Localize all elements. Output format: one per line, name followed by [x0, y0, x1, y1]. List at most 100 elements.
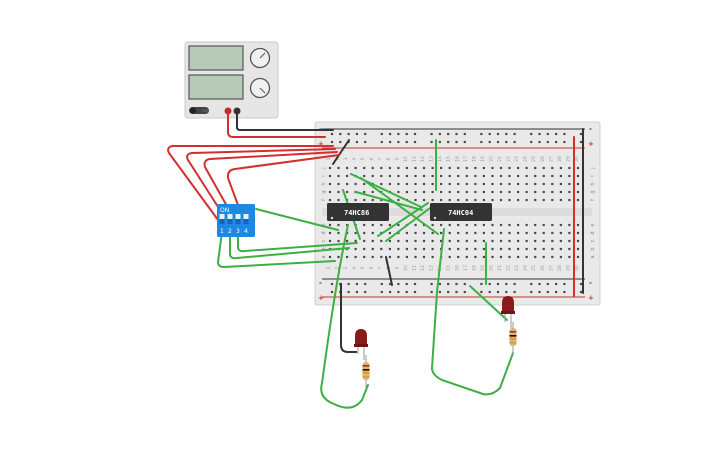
breadboard-hole[interactable] — [328, 166, 332, 170]
breadboard-hole[interactable] — [505, 282, 508, 286]
breadboard-hole[interactable] — [482, 223, 485, 227]
breadboard-hole[interactable] — [517, 182, 520, 186]
breadboard-hole[interactable] — [397, 190, 400, 194]
breadboard-hole[interactable] — [364, 290, 367, 294]
breadboard-hole[interactable] — [488, 290, 491, 294]
breadboard-hole[interactable] — [551, 231, 554, 235]
breadboard-hole[interactable] — [371, 166, 374, 170]
breadboard-hole[interactable] — [576, 239, 580, 243]
chip-74hc86[interactable]: 74HC86 — [327, 203, 389, 221]
breadboard-hole[interactable] — [568, 247, 571, 251]
breadboard-hole[interactable] — [364, 140, 367, 144]
breadboard-hole[interactable] — [559, 182, 562, 186]
breadboard-hole[interactable] — [576, 223, 580, 227]
breadboard-hole[interactable] — [363, 231, 366, 235]
breadboard-hole[interactable] — [371, 247, 374, 251]
breadboard-hole[interactable] — [499, 182, 503, 186]
breadboard-hole[interactable] — [347, 282, 350, 286]
breadboard-hole[interactable] — [491, 247, 494, 251]
breadboard-hole[interactable] — [397, 166, 400, 170]
breadboard-hole[interactable] — [354, 182, 357, 186]
breadboard-hole[interactable] — [422, 198, 426, 202]
breadboard-hole[interactable] — [534, 239, 537, 243]
breadboard-hole[interactable] — [568, 223, 571, 227]
breadboard-hole[interactable] — [431, 231, 434, 235]
breadboard-hole[interactable] — [355, 132, 358, 136]
breadboard-hole[interactable] — [559, 231, 562, 235]
breadboard-hole[interactable] — [474, 231, 477, 235]
breadboard-hole[interactable] — [508, 182, 511, 186]
breadboard-hole[interactable] — [579, 132, 583, 136]
breadboard-hole[interactable] — [457, 239, 460, 243]
breadboard-hole[interactable] — [559, 255, 562, 259]
breadboard-hole[interactable] — [559, 239, 562, 243]
breadboard-hole[interactable] — [508, 239, 511, 243]
breadboard-hole[interactable] — [542, 190, 545, 194]
breadboard-hole[interactable] — [337, 182, 340, 186]
breadboard-hole[interactable] — [499, 223, 503, 227]
breadboard-hole[interactable] — [354, 231, 357, 235]
dip-switch[interactable]: ON 1 2 3 4 — [217, 204, 255, 237]
breadboard-hole[interactable] — [397, 140, 400, 144]
breadboard-hole[interactable] — [447, 290, 450, 294]
breadboard-hole[interactable] — [388, 166, 391, 170]
breadboard-hole[interactable] — [542, 255, 545, 259]
breadboard-hole[interactable] — [499, 198, 503, 202]
breadboard-hole[interactable] — [465, 223, 468, 227]
breadboard-hole[interactable] — [551, 255, 554, 259]
breadboard-hole[interactable] — [480, 282, 483, 286]
breadboard-hole[interactable] — [488, 132, 491, 136]
breadboard-hole[interactable] — [496, 290, 500, 294]
breadboard-hole[interactable] — [530, 132, 533, 136]
breadboard-hole[interactable] — [513, 140, 516, 144]
breadboard-hole[interactable] — [355, 290, 358, 294]
breadboard-hole[interactable] — [555, 282, 558, 286]
breadboard-hole[interactable] — [465, 190, 468, 194]
breadboard-hole[interactable] — [388, 255, 391, 259]
breadboard-hole[interactable] — [354, 166, 357, 170]
breadboard-hole[interactable] — [346, 166, 349, 170]
breadboard-hole[interactable] — [474, 255, 477, 259]
breadboard-hole[interactable] — [413, 140, 417, 144]
breadboard-hole[interactable] — [414, 231, 417, 235]
breadboard-hole[interactable] — [363, 166, 366, 170]
breadboard-hole[interactable] — [380, 198, 383, 202]
led-left[interactable] — [340, 283, 368, 360]
breadboard-hole[interactable] — [534, 198, 537, 202]
breadboard-hole[interactable] — [491, 190, 494, 194]
breadboard-hole[interactable] — [505, 290, 508, 294]
breadboard-hole[interactable] — [576, 174, 580, 178]
breadboard-hole[interactable] — [448, 198, 451, 202]
breadboard-hole[interactable] — [448, 231, 451, 235]
breadboard-hole[interactable] — [517, 239, 520, 243]
dip-red-wires[interactable] — [167, 145, 340, 225]
breadboard-hole[interactable] — [389, 140, 392, 144]
breadboard-hole[interactable] — [474, 182, 477, 186]
breadboard-hole[interactable] — [465, 166, 468, 170]
breadboard-hole[interactable] — [371, 239, 374, 243]
breadboard-hole[interactable] — [551, 182, 554, 186]
breadboard-hole[interactable] — [457, 174, 460, 178]
breadboard-hole[interactable] — [440, 231, 443, 235]
breadboard-hole[interactable] — [482, 166, 485, 170]
breadboard-hole[interactable] — [431, 166, 434, 170]
breadboard-hole[interactable] — [463, 282, 466, 286]
wire-rail-black-diag[interactable] — [332, 139, 350, 165]
signal-wires[interactable] — [217, 139, 514, 409]
breadboard-hole[interactable] — [388, 239, 391, 243]
breadboard-hole[interactable] — [559, 166, 562, 170]
breadboard-hole[interactable] — [346, 190, 349, 194]
breadboard-hole[interactable] — [380, 239, 383, 243]
breadboard-hole[interactable] — [405, 166, 408, 170]
breadboard-hole[interactable] — [474, 223, 477, 227]
breadboard-hole[interactable] — [568, 198, 571, 202]
breadboard-hole[interactable] — [405, 190, 408, 194]
breadboard-hole[interactable] — [534, 247, 537, 251]
breadboard-hole[interactable] — [430, 290, 433, 294]
wire-psu-minus[interactable] — [236, 110, 334, 131]
breadboard-hole[interactable] — [530, 282, 533, 286]
breadboard-hole[interactable] — [551, 223, 554, 227]
breadboard-hole[interactable] — [431, 174, 434, 178]
breadboard-hole[interactable] — [440, 223, 443, 227]
breadboard-hole[interactable] — [474, 174, 477, 178]
